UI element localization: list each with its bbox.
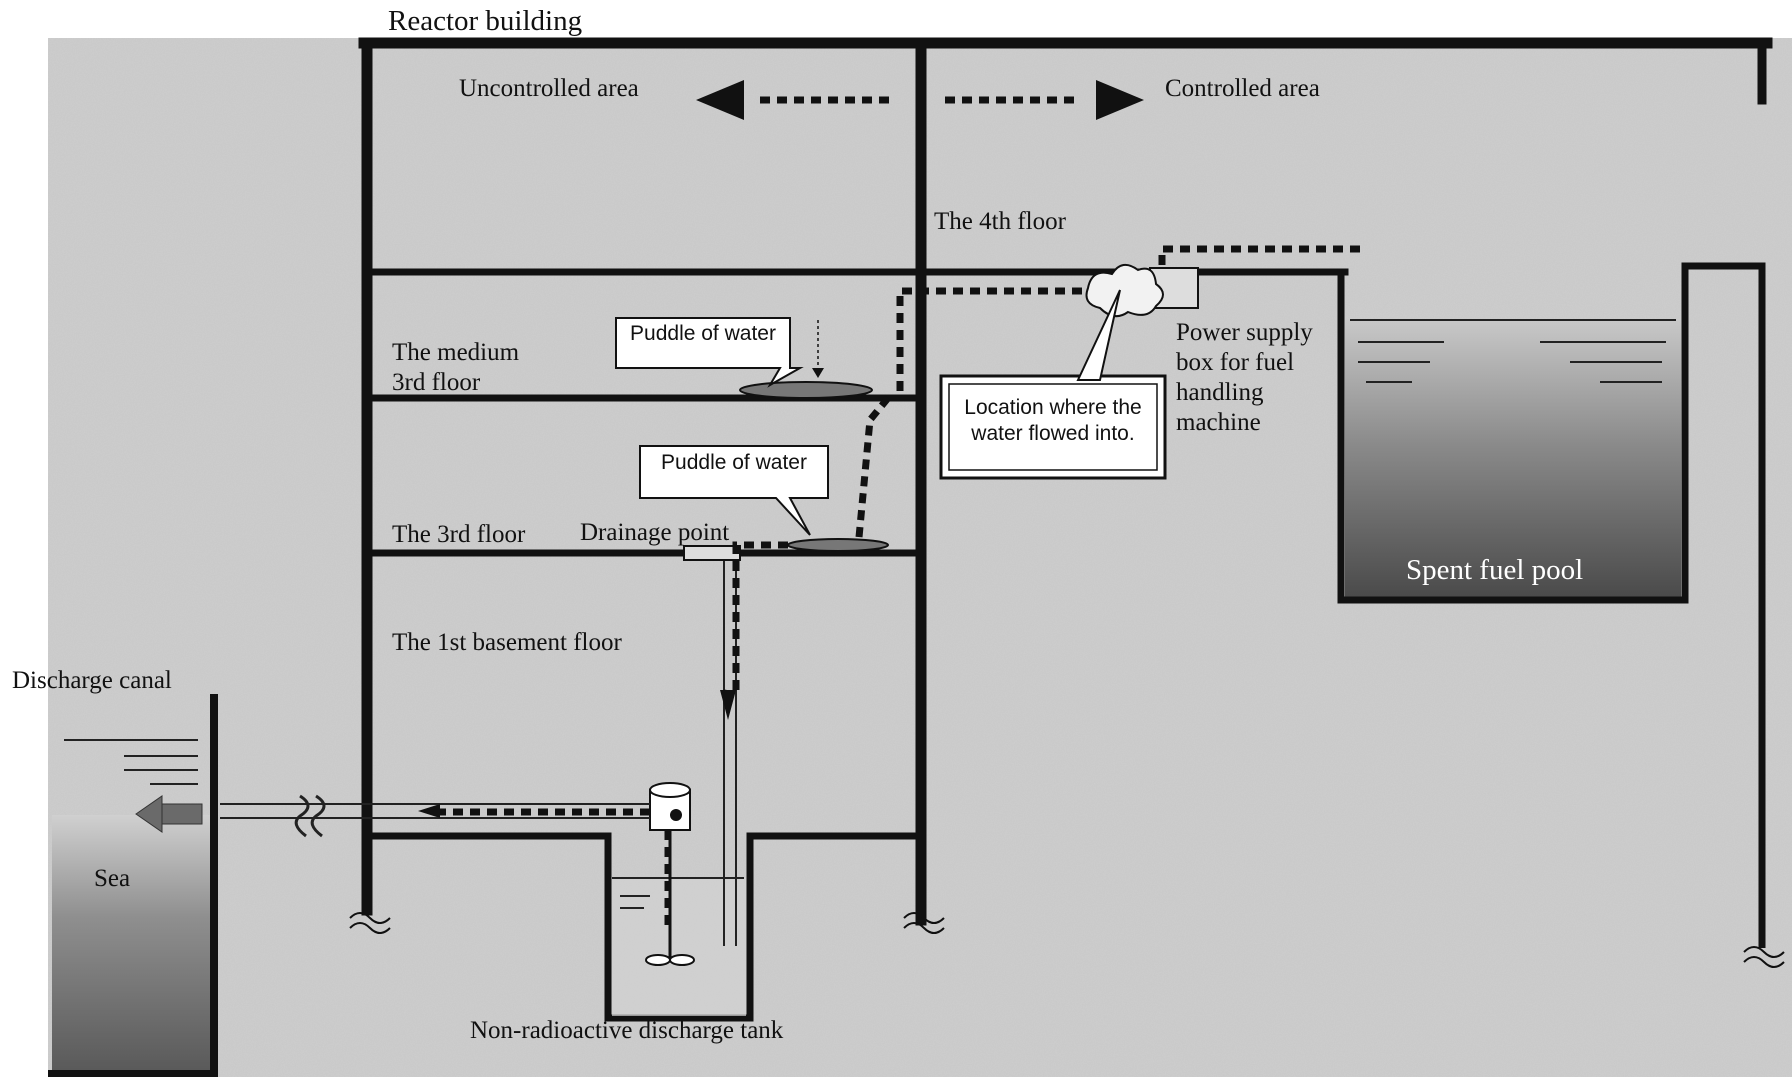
sea-label: Sea (94, 865, 130, 892)
discharge-flow-arrowhead (418, 804, 440, 818)
power-box-label-line3: handling (1176, 379, 1264, 406)
drainage-point-label: Drainage point (580, 519, 729, 546)
floor-label-4th: The 4th floor (934, 208, 1067, 235)
sea-surface-lines (64, 739, 198, 785)
uncontrolled-area-arrow (696, 80, 744, 120)
wall-break-marks (349, 912, 1785, 968)
callout-pointer-upper-arrowhead (812, 368, 824, 378)
floor-label-medium-3rd-line2: 3rd floor (392, 369, 481, 396)
sea-discharge-arrow (135, 795, 203, 833)
reactor-building-title: Reactor building (388, 5, 582, 37)
power-box-label-line4: machine (1176, 409, 1261, 436)
callout-inflow-line1: Location where the (964, 396, 1141, 419)
top-margin (0, 0, 1792, 38)
spent-fuel-pool-water (1345, 320, 1681, 598)
spent-fuel-pool-walls (1337, 262, 1766, 948)
controlled-area-arrow (1096, 80, 1144, 120)
discharge-canal-walls (48, 694, 218, 1077)
callout-puddle-upper: Puddle of water (615, 317, 804, 388)
discharge-pipe (220, 794, 650, 838)
discharge-tank-water (612, 878, 746, 1016)
left-margin (0, 0, 48, 1077)
discharge-pump-icon (645, 782, 695, 966)
power-box-label-line1: Power supply (1176, 319, 1313, 346)
floor-label-3rd: The 3rd floor (392, 521, 526, 548)
power-supply-box-icon (1085, 263, 1199, 318)
sea-water (52, 815, 218, 1070)
callout-inflow-line2: water flowed into. (970, 422, 1134, 445)
callout-puddle-lower-text: Puddle of water (661, 451, 807, 474)
callout-puddle-upper-text: Puddle of water (630, 322, 776, 345)
puddle-upper (739, 381, 873, 399)
callout-inflow-location: Location where the water flowed into. (939, 289, 1167, 480)
controlled-area-label: Controlled area (1165, 75, 1320, 102)
discharge-tank-label: Non-radioactive discharge tank (470, 1017, 784, 1044)
power-box-label-line2: box for fuel (1176, 349, 1294, 376)
pipe-flow-arrowhead (720, 690, 736, 720)
pool-surface-lines (1350, 319, 1676, 383)
uncontrolled-area-label: Uncontrolled area (459, 75, 639, 102)
callout-puddle-lower: Puddle of water (639, 445, 829, 536)
puddle-lower (787, 538, 889, 552)
floor-label-medium-3rd-line1: The medium (392, 339, 520, 366)
discharge-canal-label: Discharge canal (12, 667, 172, 694)
spent-fuel-pool-label: Spent fuel pool (1406, 554, 1583, 586)
tank-surface-lines (612, 877, 744, 909)
floor-label-basement: The 1st basement floor (392, 629, 622, 656)
